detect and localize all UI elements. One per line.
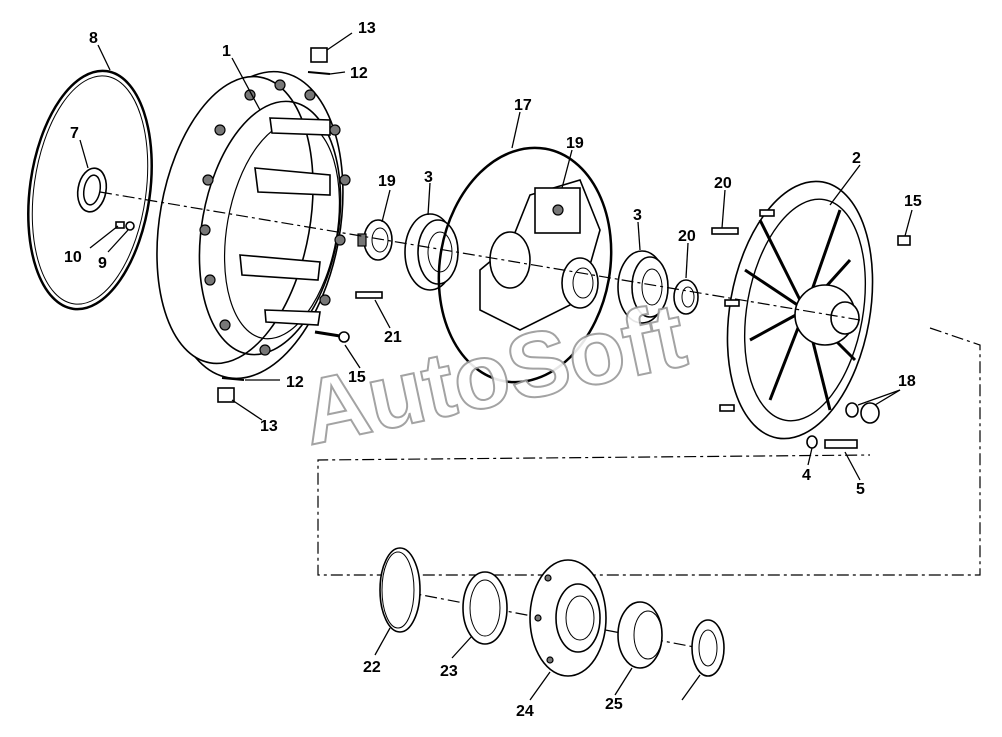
part-8-gasket [27, 69, 153, 311]
callout-13-top: 13 [358, 20, 376, 37]
part-2-cover [719, 180, 874, 440]
callout-9: 17 [514, 97, 532, 114]
callout-15-left: 15 [348, 369, 366, 386]
part-17-washers [845, 402, 880, 424]
callout-12-bottom: 12 [286, 374, 304, 391]
callout-3-left: 3 [424, 169, 433, 186]
part-1-housing [156, 70, 351, 380]
callout-20-right: 20 [714, 175, 732, 192]
callout-1: 1 [222, 43, 231, 60]
callout-23: 24 [516, 703, 534, 720]
part-22-ring [462, 571, 508, 645]
callout-10: 9 [98, 255, 107, 272]
callout-8: 8 [89, 30, 98, 47]
part-12-13-top-fasteners [307, 47, 331, 75]
part-12-13-bottom-fasteners [217, 377, 245, 403]
callout-20-left: 21 [384, 329, 402, 346]
leader-lines [79, 32, 913, 701]
part-3-left-bearing [404, 213, 459, 291]
part-4-washer [806, 435, 818, 449]
callout-2: 2 [852, 150, 861, 167]
callout-18: 19 [566, 135, 584, 152]
callout-19-left: 19 [378, 173, 396, 190]
part-19-right-hub [673, 279, 699, 315]
assembly-centerline [99, 191, 861, 321]
part-15-right-bolt [897, 235, 911, 246]
callout-4: 4 [802, 467, 811, 484]
part-20-left-bolt [355, 291, 383, 299]
callout-22: 23 [440, 663, 458, 680]
part-5-bolt [824, 439, 858, 449]
part-10-11-fittings [115, 221, 135, 231]
part-25-seal [691, 619, 725, 677]
part-18-carrier [479, 179, 601, 331]
part-15-left-bolt [314, 330, 350, 343]
callout-3-right: 3 [633, 207, 642, 224]
part-3-right-bearing [617, 250, 669, 324]
callout-19-right: 20 [678, 228, 696, 245]
part-21-ring [379, 547, 421, 633]
callout-11: 10 [64, 249, 82, 266]
sub-assembly-boundary [317, 327, 981, 576]
callout-24: 25 [605, 696, 623, 713]
part-19-left-hub [357, 219, 393, 261]
callout-15-right: 15 [904, 193, 922, 210]
callout-5: 5 [856, 481, 865, 498]
part-23-flange [529, 559, 607, 677]
part-7-seal [76, 167, 108, 213]
part-20-right-bolt [711, 227, 739, 235]
callout-7: 7 [70, 125, 79, 142]
part-9-ring [437, 146, 613, 384]
callout-13-bottom: 13 [260, 418, 278, 435]
callout-21: 22 [363, 659, 381, 676]
part-24-bearing [617, 601, 663, 669]
callout-labels: 8 7 10 9 1 13 12 12 13 15 19 3 21 17 19 … [64, 20, 922, 720]
callout-17: 18 [898, 373, 916, 390]
callout-12-top: 12 [350, 65, 368, 82]
